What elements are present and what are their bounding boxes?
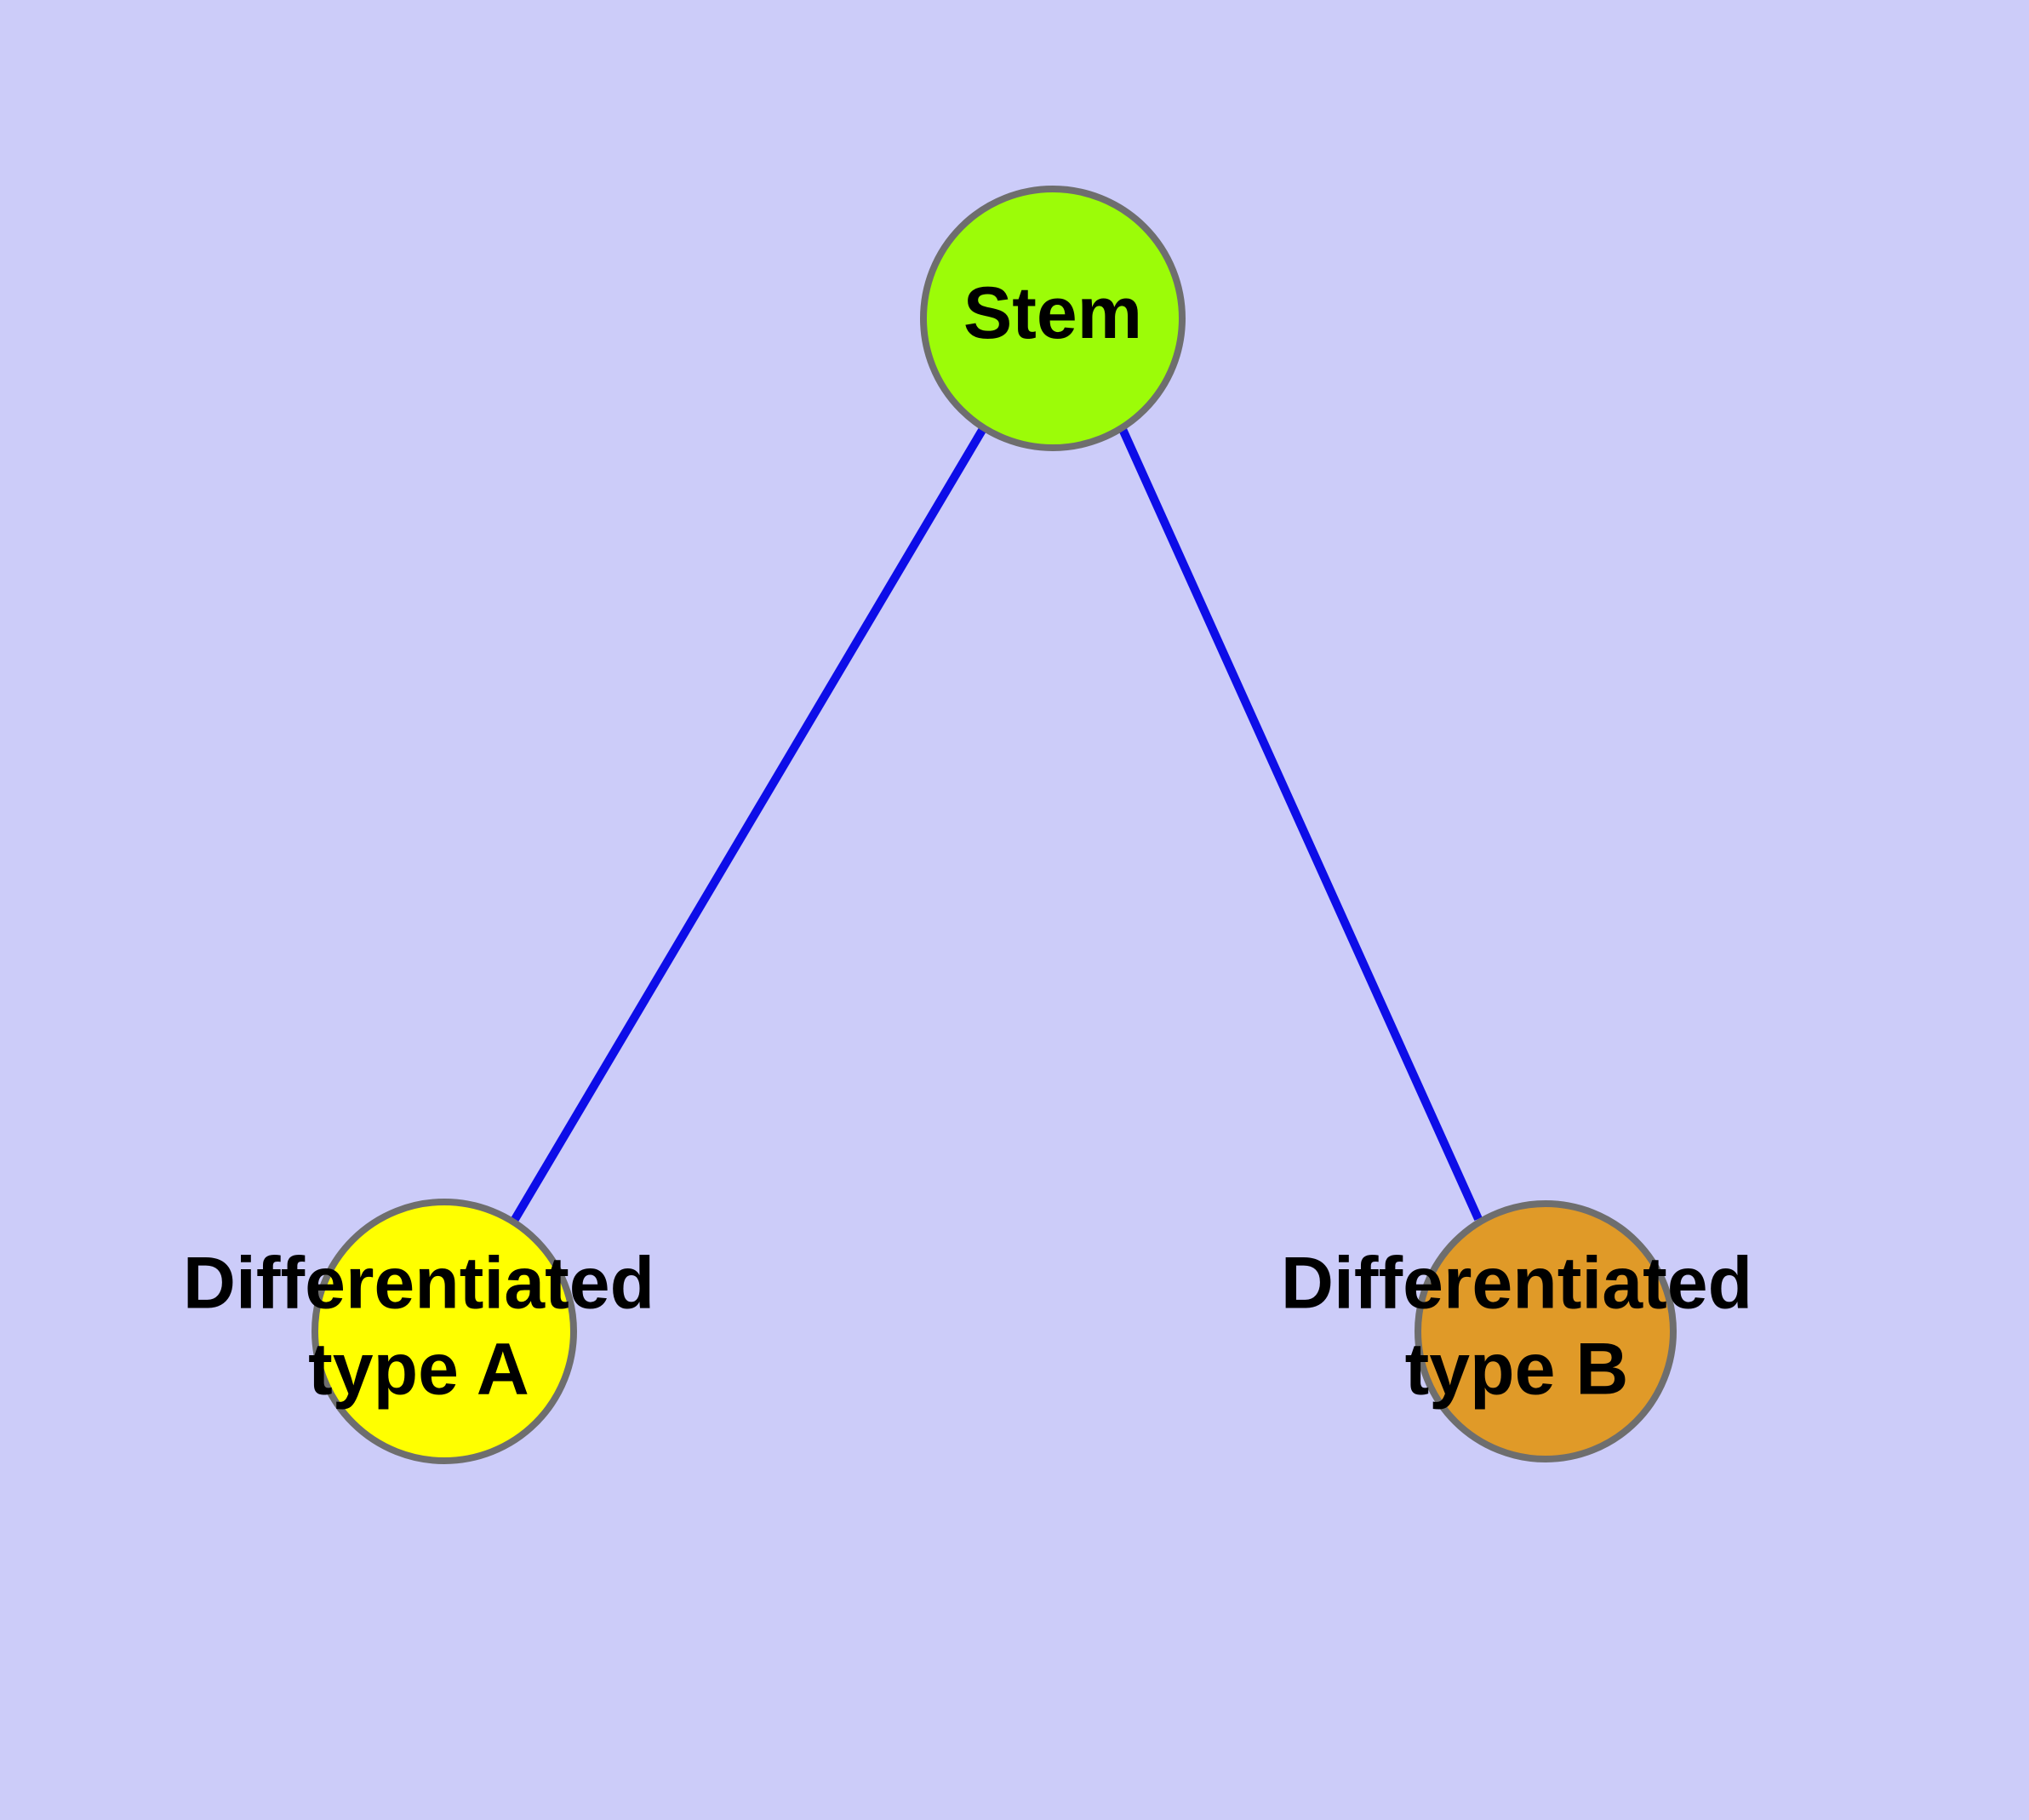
node-label-line: Differentiated: [1281, 1242, 1752, 1324]
edges-group: [510, 425, 1483, 1223]
node-label-stem: Stem: [963, 272, 1142, 354]
graph-node-stem[interactable]: Stem: [920, 186, 1186, 451]
node-circle-differentiated-type-a[interactable]: [311, 1199, 577, 1464]
node-circle-stem[interactable]: [920, 186, 1186, 451]
graph-edge-stem-to-b: [1117, 425, 1483, 1222]
node-circle-differentiated-type-b[interactable]: [1415, 1200, 1677, 1462]
graph-edge-stem-to-a: [510, 425, 988, 1223]
node-label-line: Stem: [963, 272, 1142, 354]
node-label-line: type B: [1405, 1328, 1629, 1410]
node-label-line: Differentiated: [183, 1242, 654, 1324]
node-label-line: type A: [308, 1328, 529, 1410]
